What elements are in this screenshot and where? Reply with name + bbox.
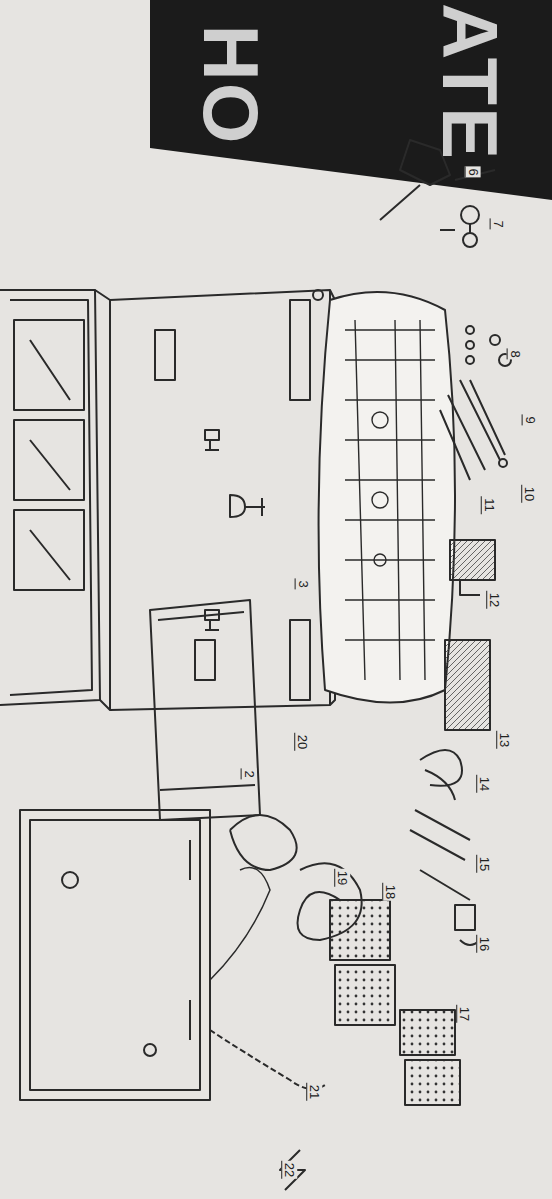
background-text: НО: [191, 25, 269, 146]
callout-number: 16: [476, 934, 492, 952]
callout-number: 12: [486, 590, 502, 608]
callout-number: 22: [281, 1160, 297, 1178]
callout-number: 7: [489, 218, 505, 229]
callout-number: 2: [240, 768, 256, 779]
background-text: АТЕ: [431, 3, 509, 161]
callout-number: 13: [496, 730, 512, 748]
callout-number: 6: [464, 166, 480, 177]
callout-number: 3: [294, 578, 310, 589]
callout-number: 18: [382, 882, 398, 900]
callout-number: 10: [521, 484, 537, 502]
callout-number: 14: [476, 774, 492, 792]
callout-number: 11: [481, 496, 497, 514]
callout-number: 8: [506, 348, 522, 359]
callout-number: 20: [294, 732, 310, 750]
callout-number: 9: [521, 414, 537, 425]
callout-number: 21: [306, 1082, 322, 1100]
callout-number: 15: [476, 854, 492, 872]
callout-number: 19: [334, 868, 350, 886]
callout-number: 17: [456, 1004, 472, 1022]
